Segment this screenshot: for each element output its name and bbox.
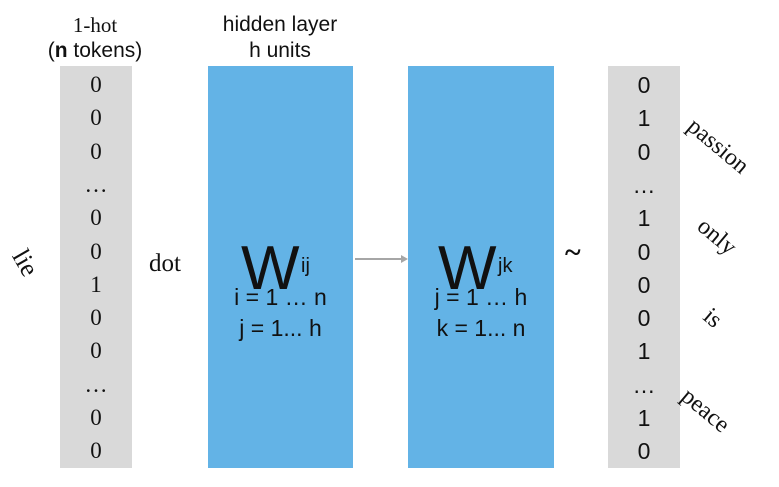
vector-cell: 1 — [90, 271, 102, 297]
vector-cell: 0 — [637, 271, 651, 298]
vector-cell: 0 — [90, 105, 102, 131]
matrix2-range1: j = 1 … h — [434, 284, 528, 310]
matrix1-range2: j = 1... h — [239, 315, 322, 341]
vector-cell: 0 — [90, 305, 102, 331]
vector-cell: 0 — [90, 238, 102, 264]
weight-matrix-jk: W jk j = 1 … h k = 1... n — [408, 66, 554, 468]
output-vector: 0 1 0 … 1 0 0 0 1 … 1 0 — [608, 66, 680, 468]
vector-cell: … — [84, 171, 108, 197]
vector-cell: 0 — [637, 72, 651, 98]
vector-cell: 0 — [90, 205, 102, 231]
paren-open: ( — [47, 39, 55, 62]
vector-cell: 0 — [637, 138, 651, 165]
vector-cell: … — [84, 371, 108, 397]
context-word-passion: passion — [681, 113, 754, 180]
matrix1-subscript: ij — [301, 255, 310, 277]
vector-cell: 0 — [90, 438, 102, 464]
vector-cell: 0 — [637, 438, 651, 465]
hidden-header: hidden layer h units — [195, 12, 365, 64]
matrix2-range2: k = 1... n — [436, 315, 526, 341]
context-word-peace: peace — [675, 383, 735, 439]
matrix1-symbol: W — [241, 234, 300, 303]
dot-operator: dot — [149, 250, 181, 277]
matrix1-range1: i = 1 … n — [234, 284, 327, 310]
vector-cell: 1 — [637, 338, 651, 365]
n-bold: n — [54, 39, 68, 62]
input-header: 1-hot (n tokens) — [30, 12, 160, 64]
vector-cell: … — [632, 371, 656, 398]
weight-matrix-ij: W ij i = 1 … n j = 1... h — [208, 66, 353, 468]
tokens-label: tokens) — [67, 39, 143, 62]
vector-cell: 0 — [637, 305, 651, 332]
vector-cell: 0 — [637, 238, 651, 265]
matrix2-symbol: W — [438, 234, 497, 303]
input-header-line2: (n tokens) — [30, 38, 160, 64]
hidden-header-line2: h units — [249, 39, 311, 62]
input-one-hot-vector: 0 0 0 … 0 0 1 0 0 … 0 0 — [60, 66, 132, 468]
context-word-only: only — [691, 213, 742, 261]
vector-cell: 0 — [90, 138, 102, 164]
input-header-line1: 1-hot — [72, 13, 118, 37]
vector-cell: 0 — [90, 405, 102, 430]
context-word-is: is — [697, 303, 727, 334]
matrix2-subscript: jk — [498, 255, 513, 277]
hidden-header-line1: hidden layer — [222, 13, 338, 36]
vector-cell: 1 — [637, 205, 651, 232]
approx-operator: ~ — [565, 236, 581, 269]
vector-cell: 1 — [637, 105, 651, 132]
vector-cell: … — [632, 171, 656, 198]
arrow-connector — [355, 255, 408, 263]
vector-cell: 0 — [90, 72, 102, 97]
input-word-label: lie — [6, 244, 45, 282]
vector-cell: 1 — [637, 405, 651, 431]
vector-cell: 0 — [90, 338, 102, 364]
